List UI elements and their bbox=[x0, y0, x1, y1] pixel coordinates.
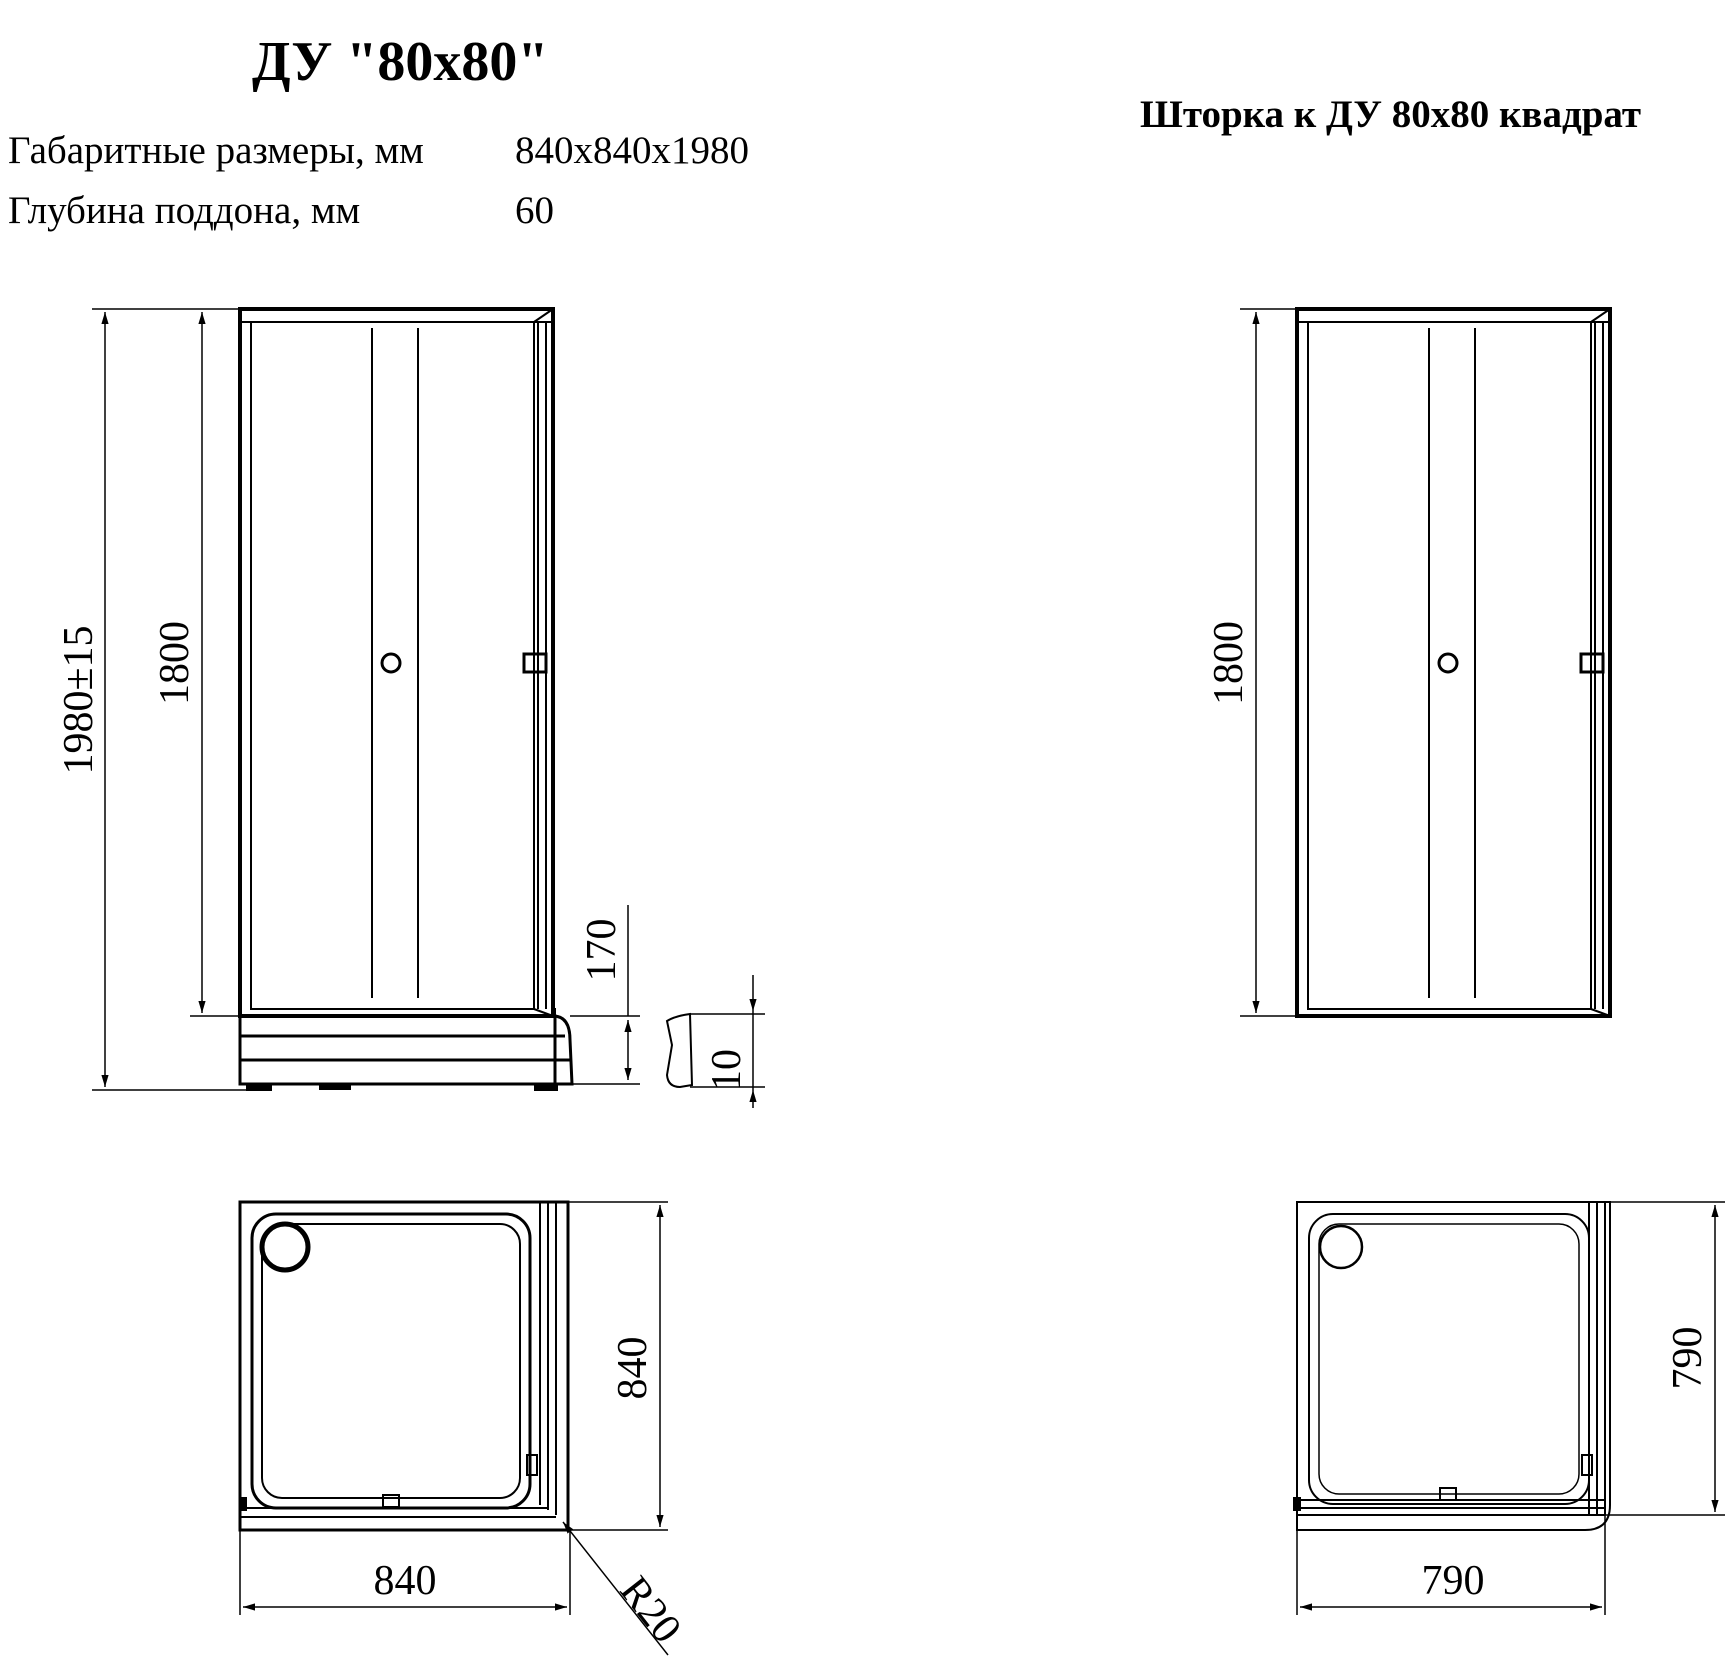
cabin-front-view bbox=[92, 307, 765, 1108]
page-title: ДУ "80х80" bbox=[252, 31, 549, 93]
dim-curtain-height: 1800 bbox=[1206, 621, 1252, 705]
cabin-plan-view bbox=[238, 1200, 669, 1656]
curtain-title: Шторка к ДУ 80х80 квадрат bbox=[1140, 93, 1642, 136]
curtain-plan-view bbox=[1293, 1201, 1725, 1615]
dim-height-total: 1980±15 bbox=[56, 625, 102, 774]
dim-plan-width: 840 bbox=[374, 1558, 437, 1604]
dim-plan-radius: R20 bbox=[611, 1568, 690, 1651]
spec-label-tray-depth: Глубина поддона, мм bbox=[8, 189, 361, 232]
dim-plan-depth: 840 bbox=[610, 1337, 656, 1400]
spec-value-dimensions: 840х840х1980 bbox=[515, 129, 749, 172]
dim-tray-detail: 10 bbox=[704, 1049, 750, 1091]
dim-height-door: 1800 bbox=[152, 621, 198, 705]
dim-tray-height: 170 bbox=[579, 919, 625, 982]
spec-value-tray-depth: 60 bbox=[515, 189, 554, 232]
dim-curtain-plan-depth: 790 bbox=[1665, 1327, 1711, 1390]
curtain-front-view bbox=[1240, 307, 1612, 1018]
spec-label-dimensions: Габаритные размеры, мм bbox=[8, 129, 424, 172]
dim-curtain-plan-width: 790 bbox=[1422, 1558, 1485, 1604]
